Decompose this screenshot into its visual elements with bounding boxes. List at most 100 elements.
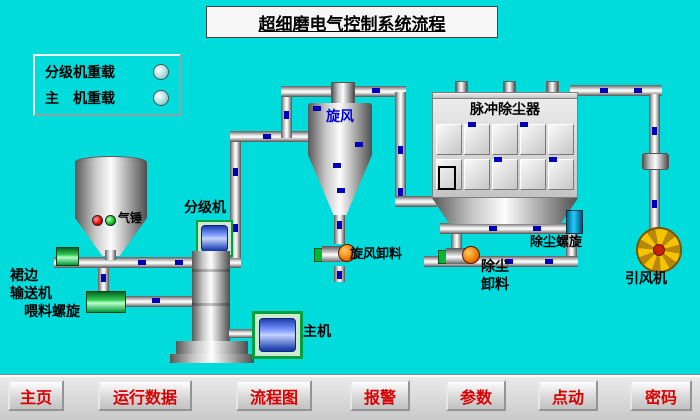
page-title: 超细磨电气控制系统流程 — [258, 14, 446, 34]
classifier-overload-lamp-icon — [153, 64, 169, 80]
flow-dash — [152, 298, 160, 303]
nav-home-button[interactable]: 主页 — [8, 380, 64, 411]
flow-dash — [313, 106, 321, 111]
pipe-main-feed — [54, 257, 241, 268]
silo-body — [75, 162, 147, 218]
dust-discharge-label-line1: 除尘 — [481, 258, 509, 274]
dust-collector-label: 脉冲除尘器 — [470, 101, 540, 117]
dust-screw-drive — [566, 210, 583, 234]
cyclone-discharge-valve-icon — [314, 241, 356, 267]
nav-password-button[interactable]: 密码 — [630, 380, 692, 411]
pipe-collector-to-fan — [570, 85, 662, 96]
collector-cell — [548, 159, 574, 190]
nav-flow-diagram-label: 流程图 — [249, 389, 298, 407]
flow-dash — [520, 122, 528, 127]
pipe-cyclone-outlet — [334, 214, 345, 244]
pipe-collector-drop — [451, 234, 462, 248]
flow-dash — [337, 221, 342, 229]
nav-home-label: 主页 — [19, 389, 52, 407]
page-title-box: 超细磨电气控制系统流程 — [206, 6, 498, 38]
flow-dash — [494, 157, 502, 162]
nav-run-data-button[interactable]: 运行数据 — [98, 380, 192, 411]
classifier-motor-icon — [196, 220, 233, 257]
dust-discharge-label-line2: 卸料 — [481, 276, 509, 292]
flow-dash — [284, 111, 289, 119]
nav-password-label: 密码 — [644, 389, 677, 407]
flow-dash — [337, 271, 342, 279]
mill-base-lower — [170, 354, 254, 363]
pipe-dust-screw — [440, 223, 574, 234]
flow-dash — [652, 200, 657, 208]
silo-outlet-stub — [105, 250, 116, 260]
pipe-screw-end-drop — [566, 234, 577, 260]
fan-duct-flange — [642, 153, 669, 170]
mill-band — [192, 303, 230, 306]
fan-label: 引风机 — [625, 270, 667, 286]
flow-dash — [545, 259, 553, 264]
apron-conveyor-label-line1: 裙边 — [10, 267, 38, 283]
main-overload-row: 主 机重载 — [45, 88, 169, 108]
flow-dash — [634, 88, 642, 93]
valve-rotor — [462, 246, 480, 264]
flow-dash — [468, 122, 476, 127]
main-motor-core — [259, 318, 296, 352]
main-motor-icon — [252, 311, 303, 359]
flow-dash — [337, 188, 345, 193]
flow-dash — [398, 146, 403, 154]
pipe-riser-classifier — [230, 136, 241, 258]
flow-dash — [355, 142, 363, 147]
mill-base-upper — [176, 341, 248, 354]
nav-run-data-label: 运行数据 — [112, 389, 177, 407]
air-hammer-red-lamp-icon — [92, 215, 103, 226]
nav-flow-diagram-button[interactable]: 流程图 — [236, 380, 312, 411]
classifier-motor-core — [201, 225, 228, 252]
valve-rotor — [338, 244, 356, 262]
collector-cell — [548, 124, 574, 155]
flow-dash — [175, 260, 183, 265]
nav-params-button[interactable]: 参数 — [446, 380, 506, 411]
main-overload-lamp-icon — [153, 90, 169, 106]
nav-jog-button[interactable]: 点动 — [538, 380, 598, 411]
collector-cell — [492, 124, 518, 155]
collector-cell — [520, 159, 546, 190]
flow-dash — [333, 163, 341, 168]
flow-dash — [398, 188, 403, 196]
collector-cell — [436, 124, 462, 155]
cyclone-top-box — [331, 82, 355, 105]
classifier-overload-row: 分级机重载 — [45, 62, 169, 82]
flow-dash — [101, 274, 106, 282]
classifier-overload-label: 分级机重载 — [45, 64, 115, 80]
mill-column — [192, 251, 230, 343]
main-machine-label: 主机 — [303, 323, 331, 339]
flow-dash — [233, 224, 238, 232]
flow-dash — [533, 226, 541, 231]
collector-cell — [520, 124, 546, 155]
pipe-fan-duct-upper — [649, 94, 660, 156]
flow-dash — [600, 88, 608, 93]
main-motor-shaft — [229, 329, 253, 338]
collector-cell — [464, 124, 490, 155]
flow-dash — [372, 88, 380, 93]
nav-alarm-button[interactable]: 报警 — [350, 380, 410, 411]
pipe-collector-bottom — [424, 256, 578, 267]
overload-indicator-panel: 分级机重载 主 机重载 — [33, 54, 181, 116]
nav-jog-label: 点动 — [551, 389, 584, 407]
classifier-label: 分级机 — [184, 199, 226, 215]
dust-discharge-valve-icon — [438, 243, 480, 269]
collector-hopper — [432, 198, 578, 224]
apron-conveyor-label-line2: 输送机 — [10, 285, 52, 301]
air-hammer-label: 气锤 — [118, 211, 143, 225]
collector-inspection-window — [438, 166, 456, 190]
air-hammer-green-lamp-icon — [105, 215, 116, 226]
pipe-cyclone-to-collector — [354, 86, 406, 97]
cyclone-label: 旋风 — [326, 108, 354, 124]
pipe-top-cyclone — [281, 86, 337, 97]
pipe-overhead-to-cyclone — [230, 131, 317, 142]
feed-screw-conveyor — [86, 291, 126, 313]
flow-dash — [505, 259, 513, 264]
flow-dash — [652, 127, 657, 135]
flow-dash — [233, 168, 238, 176]
main-overload-label: 主 机重载 — [45, 90, 115, 106]
apron-conveyor-drive — [56, 247, 79, 266]
